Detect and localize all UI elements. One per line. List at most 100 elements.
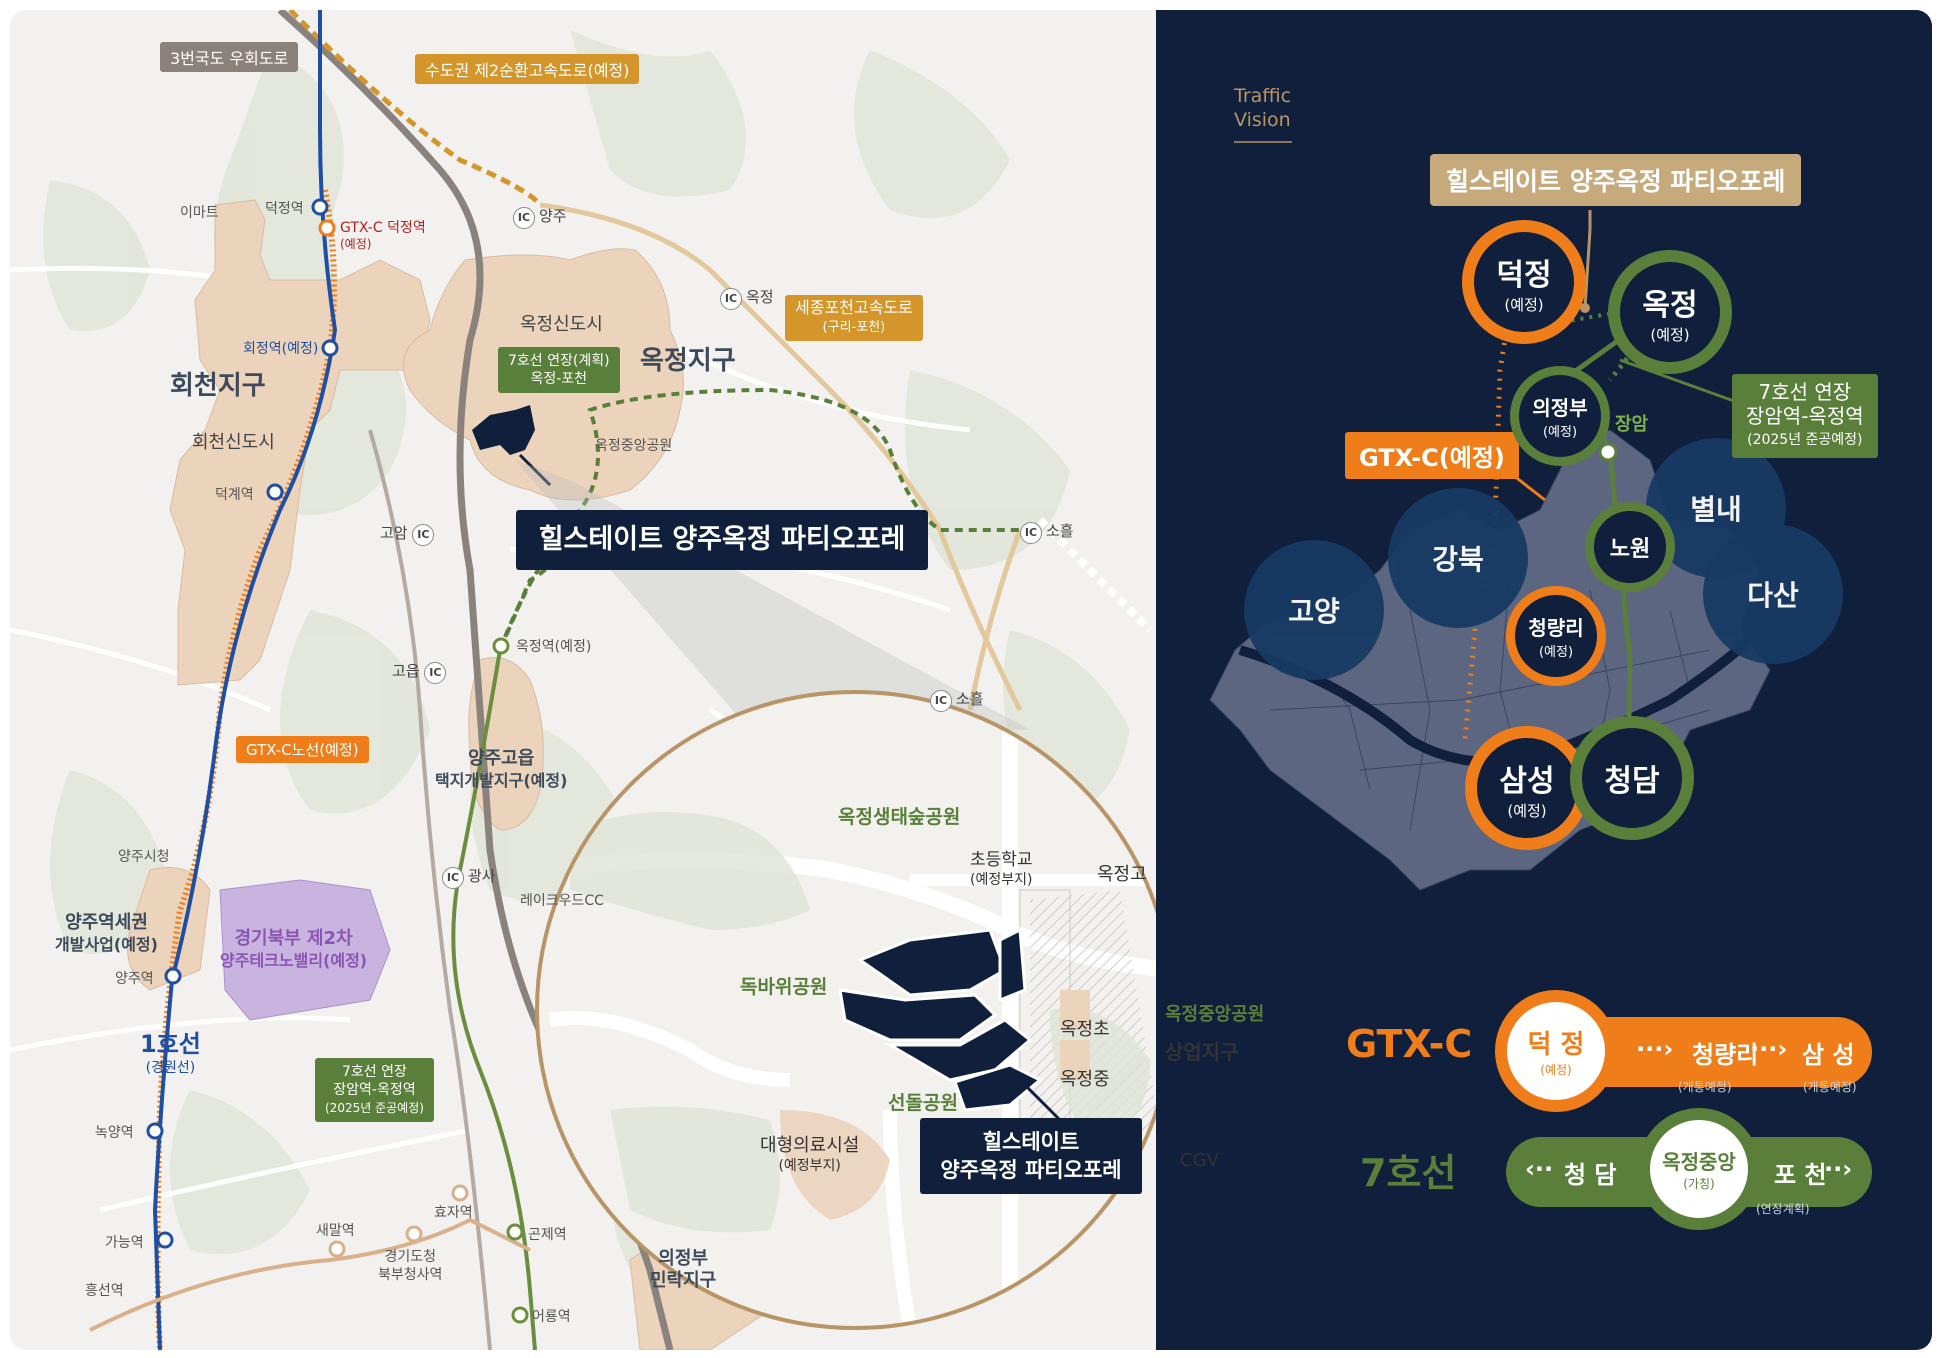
line7-extension-plan-tag: 7호선 연장(계획) 옥정-포천 [498, 347, 620, 393]
legend-line7-right-note: (연장계획) [1756, 1202, 1810, 1216]
yangju-city-hall: 양주시청 [118, 849, 170, 865]
inset-elementary-line1: 초등학교 [970, 850, 1033, 870]
node-okjeong-name: 옥정 [1642, 287, 1698, 323]
vision-line7-tag: 7호선 연장 장암역-옥정역 (2025년 준공예정) [1732, 374, 1878, 458]
project-label-inset: 힐스테이트 양주옥정 파티오포레 [920, 1118, 1142, 1194]
station-heungseon: 흥선역 [85, 1283, 124, 1299]
map-graphics [10, 10, 1932, 1350]
goeup-line2: 택지개발지구(예정) [435, 771, 568, 790]
line7-extension-tag: 7호선 연장 장암역-옥정역 (2025년 준공예정) [315, 1058, 434, 1122]
inset-seondol-park: 선돌공원 [888, 1092, 958, 1114]
legend-gtxc-start-sub: (예정) [1540, 1063, 1572, 1077]
legend-gtxc-end-note: (개통예정) [1803, 1080, 1857, 1094]
ic-gwangsa-label: 광사 [468, 867, 496, 885]
inset-project-line1: 힐스테이트 [982, 1130, 1080, 1154]
ic-icon: IC [442, 867, 464, 889]
legend-gtxc-mid: 청량리 [1692, 1041, 1759, 1069]
ring-expressway-tag: 수도권 제2순환고속도로(예정) [415, 54, 640, 84]
inset-commercial: 상업지구 [1165, 1040, 1239, 1064]
node-samseong-name: 삼성 [1499, 763, 1555, 799]
line1-sub: (경원선) [145, 1060, 196, 1076]
gtxc-deokjeong-line2: (예정) [340, 237, 372, 251]
okjeong-central-park: 옥정중앙공원 [595, 438, 673, 454]
legend-line7-center-sub: (가칭) [1683, 1177, 1715, 1191]
route3-tag: 3번국도 우회도로 [160, 42, 299, 72]
node-cheongnyangni: 청량리 (예정) [1506, 586, 1606, 686]
yangju-station-area-line2: 개발사업(예정) [55, 935, 158, 954]
legend-gtxc-start: 덕 정 (예정) [1495, 990, 1617, 1112]
yangju-station-area: 양주역세권 개발사업(예정) [55, 912, 158, 956]
minrak-district: 의정부 민락지구 [650, 1248, 716, 1292]
vision-line7-line2: 장암역-옥정역 [1746, 404, 1864, 428]
ic-okjeong-label: 옥정 [746, 288, 774, 306]
inset-hospital-line2: (예정부지) [778, 1158, 841, 1174]
vision-line7-line3: (2025년 준공예정) [1747, 432, 1863, 448]
vision-heading-line1: Traffic [1234, 85, 1292, 107]
legend-gtxc-title: GTX-C [1346, 1022, 1473, 1066]
line7-ext-line3: (2025년 준공예정) [325, 1101, 424, 1115]
legend-gtxc-arrow1: ···› [1636, 1035, 1674, 1063]
legend-line7-center-name: 옥정중앙 [1662, 1150, 1736, 1174]
ic-icon: IC [720, 288, 742, 310]
line1-label: 1호선 (경원선) [140, 1032, 201, 1080]
vision-jangam: 장암 [1615, 414, 1649, 435]
goeup-district: 양주고읍 택지개발지구(예정) [435, 748, 567, 792]
legend-gtxc-arrow2: ···› [1750, 1035, 1788, 1063]
legend-line7-title: 7호선 [1360, 1151, 1457, 1195]
ic-goam: 고암 IC [380, 522, 438, 546]
gtxc-deokjeong-line1: GTX-C 덕정역 [340, 220, 426, 236]
hoecheon-newtown: 회천신도시 [192, 432, 275, 453]
legend-gtxc-mid-note: (개통예정) [1678, 1080, 1732, 1094]
inset-okjeong-middle: 옥정중 [1060, 1069, 1110, 1090]
line1-title: 1호선 [140, 1030, 201, 1058]
ic-soheul2-label: 소흘 [956, 690, 984, 708]
node-deokjeong-sub: (예정) [1504, 295, 1544, 314]
legend-line7-arrow-left: ‹·· [1525, 1155, 1554, 1183]
legend-line7-right: 포 천 [1774, 1161, 1827, 1189]
node-cheongdam: 청담 [1570, 716, 1694, 840]
legend-line7-center: 옥정중앙 (가칭) [1638, 1108, 1760, 1230]
inset-okjeong-elem: 옥정초 [1060, 1019, 1110, 1040]
sejong-tag-line1: 세종포천고속도로 [795, 298, 913, 317]
line7-plan-line1: 7호선 연장(계획) [508, 353, 610, 369]
station-hoejeong: 회정역(예정) [243, 341, 319, 357]
ic-icon: IC [930, 690, 952, 712]
legend-line7-arrow-right: ··› [1824, 1155, 1853, 1183]
inset-hospital: 대형의료시설 (예정부지) [760, 1136, 859, 1176]
gtxc-line-tag: GTX-C노선(예정) [236, 736, 369, 763]
minrak-line2: 민락지구 [650, 1270, 717, 1291]
inset-okjeong-high: 옥정고 [1097, 864, 1147, 885]
techno-valley-line2: 양주테크노밸리(예정) [220, 951, 368, 970]
inset-central-park: 옥정중앙공원 [1165, 1004, 1265, 1025]
line7-plan-line2: 옥정-포천 [530, 371, 588, 387]
vision-gtxc-tag: GTX-C(예정) [1345, 432, 1519, 479]
station-deokgye: 덕계역 [215, 487, 254, 503]
okjeong-district: 옥정지구 [640, 346, 736, 376]
node-nowon: 노원 [1585, 502, 1675, 592]
station-nogyang: 녹양역 [95, 1125, 134, 1141]
ic-yangju-label: 양주 [539, 207, 567, 225]
vision-project-tag: 힐스테이트 양주옥정 파티오포레 [1430, 154, 1802, 206]
map-card: 3번국도 우회도로 수도권 제2순환고속도로(예정) 세종포천고속도로 (구리-… [10, 10, 1932, 1350]
inset-project-line2: 양주옥정 파티오포레 [940, 1158, 1122, 1182]
station-ganeung: 가능역 [105, 1235, 144, 1251]
project-label-main: 힐스테이트 양주옥정 파티오포레 [516, 510, 928, 570]
node-uijeongbu: 의정부 (예정) [1510, 366, 1610, 466]
node-uijeongbu-sub: (예정) [1542, 425, 1578, 440]
station-eoryong: 어룡역 [532, 1309, 571, 1325]
inset-elementary-line2: (예정부지) [970, 872, 1033, 888]
ic-goeup-label: 고읍 [392, 662, 420, 680]
station-yangju: 양주역 [115, 971, 154, 987]
line7-ext-line1: 7호선 연장 [342, 1064, 407, 1080]
node-cheongnyangni-sub: (예정) [1538, 645, 1574, 660]
ic-soheul-label: 소흘 [1046, 522, 1074, 540]
minrak-line1: 의정부 [658, 1248, 708, 1269]
vision-heading-line2: Vision [1234, 109, 1291, 131]
inset-hospital-line1: 대형의료시설 [760, 1135, 860, 1156]
inset-cgv: CGV [1180, 1150, 1219, 1171]
inset-dokbawi-park: 독바위공원 [740, 976, 828, 998]
